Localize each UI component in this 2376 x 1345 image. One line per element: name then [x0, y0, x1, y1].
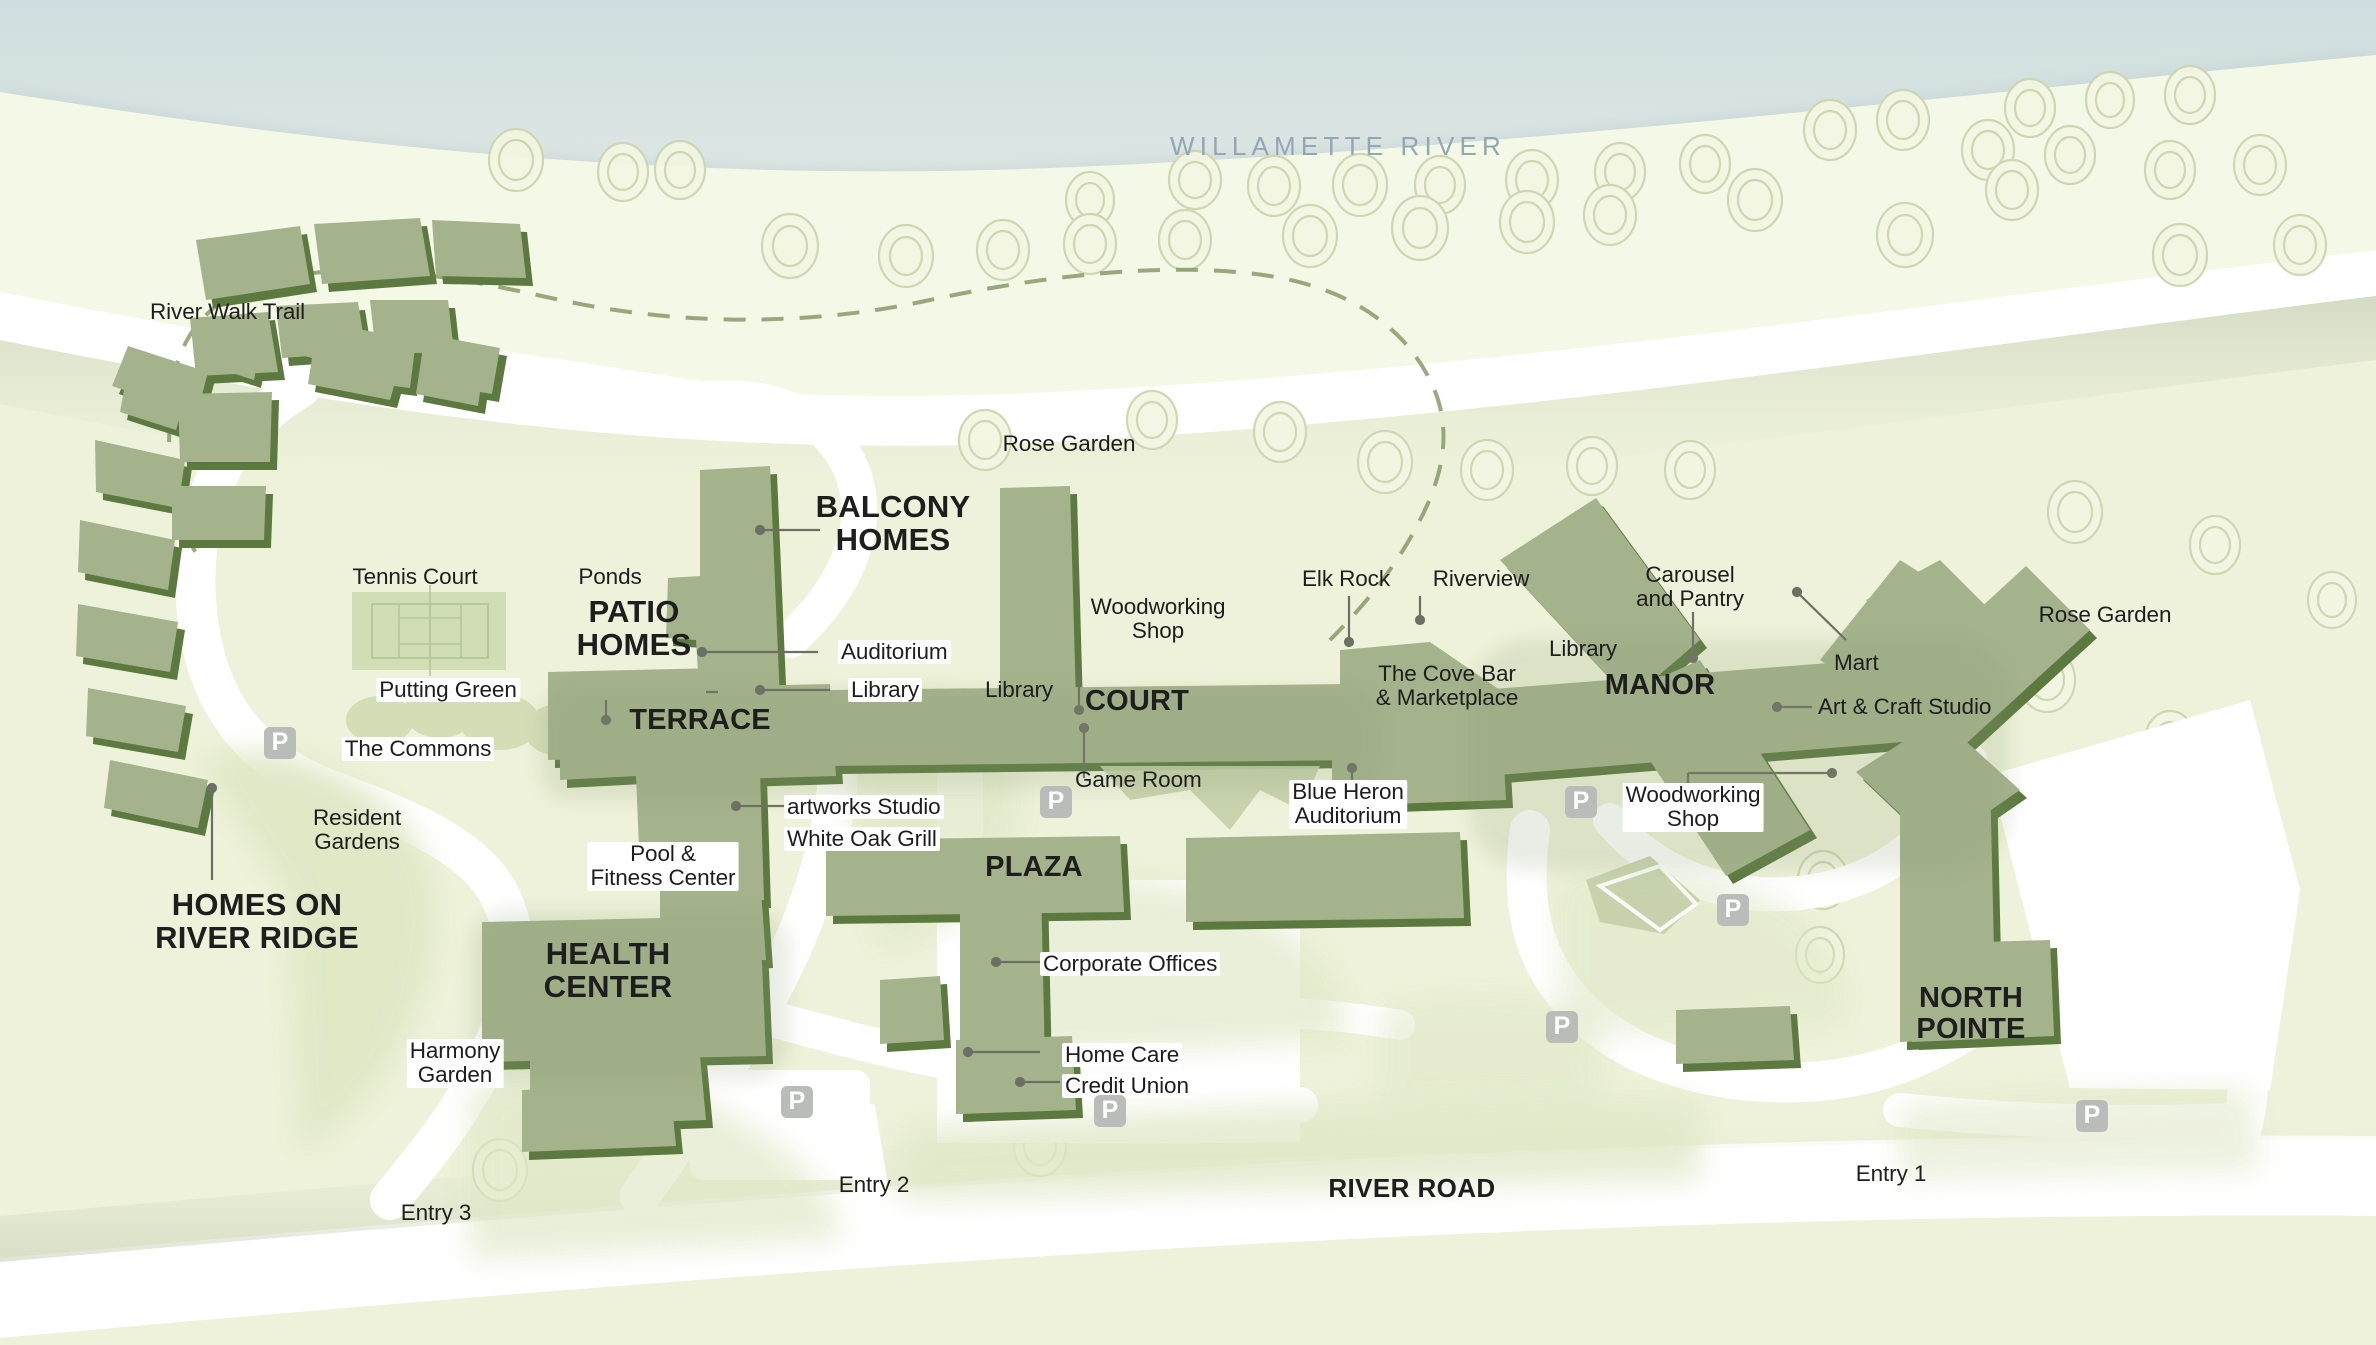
parking-letter: P — [1553, 1012, 1571, 1040]
feature-label-rose-garden-east: Rose Garden — [2038, 602, 2172, 627]
amenity-label-woodworking-shop-court: Woodworking Shop — [1090, 594, 1226, 644]
amenity-label-auditorium: Auditorium — [838, 639, 951, 665]
building-ambient-shadows — [470, 640, 2010, 1080]
amenity-label-elk-rock: Elk Rock — [1302, 566, 1390, 591]
willamette-river-water — [0, 0, 2376, 172]
parking-letter: P — [2083, 1101, 2101, 1129]
road-label-river-road: RIVER ROAD — [1328, 1173, 1496, 1203]
amenity-label-library-terrace: Library — [848, 677, 923, 703]
parking-icon-east[interactable]: P — [1546, 1011, 1578, 1043]
parking-icon-west[interactable]: P — [264, 727, 296, 759]
feature-label-putting-green: Putting Green — [376, 677, 520, 703]
amenity-label-library-court: Library — [984, 677, 1054, 702]
feature-label-river-walk-trail: River Walk Trail — [150, 299, 306, 324]
amenity-label-artworks-studio: artworks Studio — [784, 794, 944, 820]
feature-label-rose-garden-center: Rose Garden — [1002, 431, 1136, 456]
entry-label-2: Entry 2 — [838, 1172, 910, 1197]
amenity-label-riverview: Riverview — [1432, 566, 1530, 591]
amenity-label-mart: Mart — [1834, 650, 1879, 675]
parking-icon-manor-south[interactable]: P — [1717, 894, 1749, 926]
parking-letter: P — [788, 1087, 806, 1115]
amenity-label-woodworking-shop-manor: Woodworking Shop — [1622, 782, 1764, 832]
feature-label-ponds: Ponds — [578, 564, 642, 589]
zone-label-terrace: TERRACE — [629, 704, 771, 736]
entry-label-1: Entry 1 — [1855, 1161, 1927, 1186]
amenity-label-pool-fitness-center: Pool & Fitness Center — [587, 841, 739, 891]
parking-icon-health[interactable]: P — [781, 1086, 813, 1118]
zone-label-homes-on-river-ridge: HOMES ON RIVER RIDGE — [155, 887, 359, 956]
parking-icon-court[interactable]: P — [1040, 786, 1072, 818]
entry-label-3: Entry 3 — [400, 1200, 472, 1225]
main-land-top-shade — [0, 296, 2376, 510]
parking-icon-northpointe[interactable]: P — [2076, 1100, 2108, 1132]
parking-icon-manor-west[interactable]: P — [1565, 786, 1597, 818]
river-label: WILLAMETTE RIVER — [1169, 131, 1507, 161]
parking-letter: P — [1724, 895, 1742, 923]
tennis-court-lines — [371, 585, 489, 676]
amenity-label-home-care: Home Care — [1062, 1042, 1183, 1068]
amenity-label-credit-union: Credit Union — [1062, 1073, 1192, 1099]
amenity-label-library-manor: Library — [1548, 636, 1618, 661]
amenity-label-corporate-offices: Corporate Offices — [1040, 951, 1221, 977]
amenity-label-white-oak-grill: White Oak Grill — [784, 826, 940, 852]
parking-icon-plaza[interactable]: P — [1094, 1095, 1126, 1127]
amenity-label-blue-heron-auditorium: Blue Heron Auditorium — [1289, 779, 1407, 829]
zone-label-balcony-homes: BALCONY HOMES — [815, 489, 971, 558]
zone-label-north-pointe: NORTH POINTE — [1916, 982, 2026, 1046]
river-road-surface — [0, 1135, 2376, 1338]
zone-label-health-center: HEALTH CENTER — [543, 936, 673, 1005]
amenity-label-carousel-and-pantry: Carousel and Pantry — [1636, 562, 1744, 612]
feature-label-the-commons: The Commons — [341, 736, 495, 762]
feature-label-resident-gardens: Resident Gardens — [312, 805, 402, 855]
amenity-label-art-craft-studio: Art & Craft Studio — [1818, 694, 1992, 719]
parking-letter: P — [1572, 787, 1590, 815]
zone-label-court: COURT — [1084, 685, 1190, 717]
zone-label-plaza: PLAZA — [985, 851, 1083, 883]
amenity-label-cove-bar-marketplace: The Cove Bar & Marketplace — [1375, 661, 1519, 711]
zone-label-manor: MANOR — [1604, 669, 1716, 701]
amenity-label-game-room: Game Room — [1075, 767, 1202, 792]
river-road-upper-shade — [0, 1095, 2376, 1262]
parking-letter: P — [1047, 787, 1065, 815]
south-land — [0, 1215, 2376, 1345]
parking-letter: P — [271, 728, 289, 756]
feature-label-tennis-court: Tennis Court — [352, 564, 478, 589]
parking-letter: P — [1101, 1096, 1119, 1124]
feature-label-harmony-garden: Harmony Garden — [406, 1038, 504, 1088]
zone-label-patio-homes: PATIO HOMES — [576, 594, 692, 663]
